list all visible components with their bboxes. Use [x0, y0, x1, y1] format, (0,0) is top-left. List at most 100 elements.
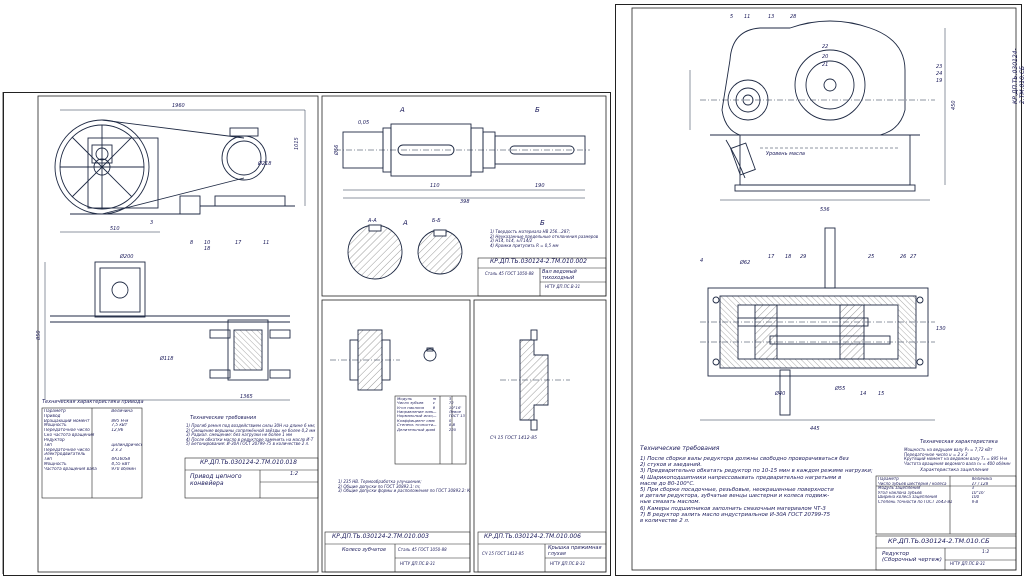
note-line: Мощность на ведущем валу P₁ = 7,72 кВт [904, 447, 993, 452]
table-cell: 220 [448, 427, 457, 432]
gear-stamp [324, 531, 471, 573]
table-row: Степень точности—8-В [397, 423, 465, 427]
reducer-side-label: КР.ДП.ТЬ.030124-2.ТМ.010.СБ [1012, 48, 1024, 104]
table-row: Частота вращения вала 970 об/мин [44, 467, 142, 472]
table-cell: 0 [448, 418, 452, 423]
reducer-stamp [875, 535, 1017, 571]
svg-text:10: 10 [204, 240, 210, 246]
table-cell: Параметр [44, 409, 66, 413]
drive-tech-chars-title: Техническая характеристика привода [42, 399, 144, 405]
table-cell: 8-В [448, 423, 456, 428]
svg-text:398: 398 [460, 199, 470, 205]
table-cell: m [432, 397, 437, 401]
reducer-tech-reqs-list: 1) После сборки валы редуктора должны св… [640, 456, 873, 524]
table-row: Степень точности по ГОСТ 1643-81 8-В [878, 500, 1014, 505]
table-cell: 100 [971, 495, 980, 500]
reducer-front-view [689, 20, 946, 201]
gear-table [394, 395, 467, 465]
table-row: Редуктор [44, 438, 142, 443]
shaft-material: Сталь 45 ГОСТ 1050-88 [485, 271, 534, 276]
note-line: 2) Неуказанные предельные отклонения раз… [490, 233, 599, 239]
svg-text:Б-Б: Б-Б [432, 218, 441, 224]
gear-title: Колесо зубчатое [342, 547, 387, 553]
table-row: Модуль m 3 [397, 397, 465, 401]
table-cell: — [432, 423, 437, 428]
svg-text:20: 20 [822, 54, 828, 60]
svg-text:1960: 1960 [172, 103, 185, 109]
svg-text:Б: Б [535, 106, 540, 114]
svg-text:0,05: 0,05 [358, 120, 369, 126]
table-cell: Передаточное число [44, 447, 90, 452]
note-line: 5) Бетонирование: И-30А ГОСТ 20799-75 в … [186, 441, 310, 447]
table-cell: 895 Н·м [111, 418, 129, 423]
table-cell: ГОСТ 13755-81 [448, 414, 465, 419]
svg-text:Ø55: Ø55 [834, 385, 845, 392]
svg-text:850: 850 [36, 330, 42, 340]
table-cell: Степень точности по ГОСТ 1643-81 [878, 499, 953, 504]
shaft-stamp [477, 257, 607, 297]
table-cell: 8-В [971, 499, 979, 504]
table-row: Электродвигатель [44, 452, 142, 457]
note-line: и детали редуктора, зубчатые венцы шесте… [640, 493, 830, 500]
reducer-plan-callouts: Ø62 17 18 29 25 26 27 4 Ø40 Ø55 14 15 44… [700, 254, 946, 432]
svg-text:536: 536 [820, 207, 830, 213]
table-cell: Частота вращения вала [44, 466, 97, 471]
table-cell: x [432, 418, 435, 423]
table-cell: 970 об/мин [111, 466, 136, 471]
table-cell: Угол наклона [397, 405, 424, 410]
table-cell: 4,55 кВт [111, 462, 130, 467]
table-cell: Модуль зацепления [878, 486, 921, 491]
table-row: Коэффициент смещенияx0 [397, 419, 465, 423]
note-line: 2) Смещение вершины сопряжённой звёзды н… [186, 427, 316, 433]
note-line: 3) H14, h14, ±IT14/2 [490, 238, 533, 244]
table-cell: 3 [448, 397, 452, 401]
reducer-tech-reqs-title: Технические требования [640, 445, 720, 452]
left-sheet [3, 92, 611, 576]
table-cell: Модуль [397, 397, 413, 401]
gear-material: Сталь 45 ГОСТ 1050-88 [398, 547, 447, 552]
svg-text:Ø218: Ø218 [257, 160, 271, 167]
cover-part-note: СЧ 15 ГОСТ 1412-85 [490, 436, 537, 441]
reducer-param-table [875, 475, 1017, 535]
note-line: 1) Твердость материала НВ 256...287; [490, 229, 571, 234]
table-cell: цилиндрический [111, 442, 142, 447]
svg-text:14: 14 [860, 391, 866, 397]
note-line: 1) 235 НВ. Термообработка улучшение; [338, 479, 422, 484]
note-line: 3) Радиал. смещение: без нагрузки не бол… [186, 432, 293, 438]
table-cell: Угол наклона зубьев [878, 490, 922, 495]
svg-text:18: 18 [204, 246, 210, 252]
table-cell: Ско частота вращения [44, 433, 95, 438]
note-line: Передаточное число u = 2 x 3 [904, 451, 968, 457]
drive-stamp [184, 457, 319, 499]
note-line: 3) Предварительно обкатать редуктор по 1… [640, 468, 873, 475]
drive-scale: 1:2 [290, 471, 299, 477]
table-row: Типцилиндрический [44, 443, 142, 448]
table-cell: Передаточное число [44, 428, 90, 433]
note-line: в количестве 2 л. [640, 518, 690, 525]
note-line: Частота вращения ведомого вала n₂ = 400 … [904, 460, 1011, 466]
table-cell: d [432, 427, 436, 432]
svg-text:8: 8 [190, 240, 193, 246]
reducer-tech-chars-title: Техническая характеристика [920, 439, 998, 445]
note-line: 5) При сборке посадочные, резьбовые, нео… [640, 487, 834, 494]
cover-stamp [477, 531, 607, 573]
svg-text:22: 22 [822, 44, 828, 50]
cover-org: НГТУ ДП.ПС.В-31 [550, 561, 586, 566]
svg-text:130: 130 [936, 326, 946, 332]
table-cell: Параметр [878, 477, 899, 481]
note-line: 4) Шарикоподшипники напрессовывать предв… [640, 474, 842, 481]
table-cell: Привод [44, 413, 61, 418]
drive-tech-table [41, 407, 143, 499]
note-line: 2) стуков и заеданий. [640, 462, 702, 469]
svg-text:450: 450 [951, 100, 957, 110]
svg-text:28: 28 [790, 14, 796, 20]
table-cell: 12,96 [111, 428, 124, 433]
